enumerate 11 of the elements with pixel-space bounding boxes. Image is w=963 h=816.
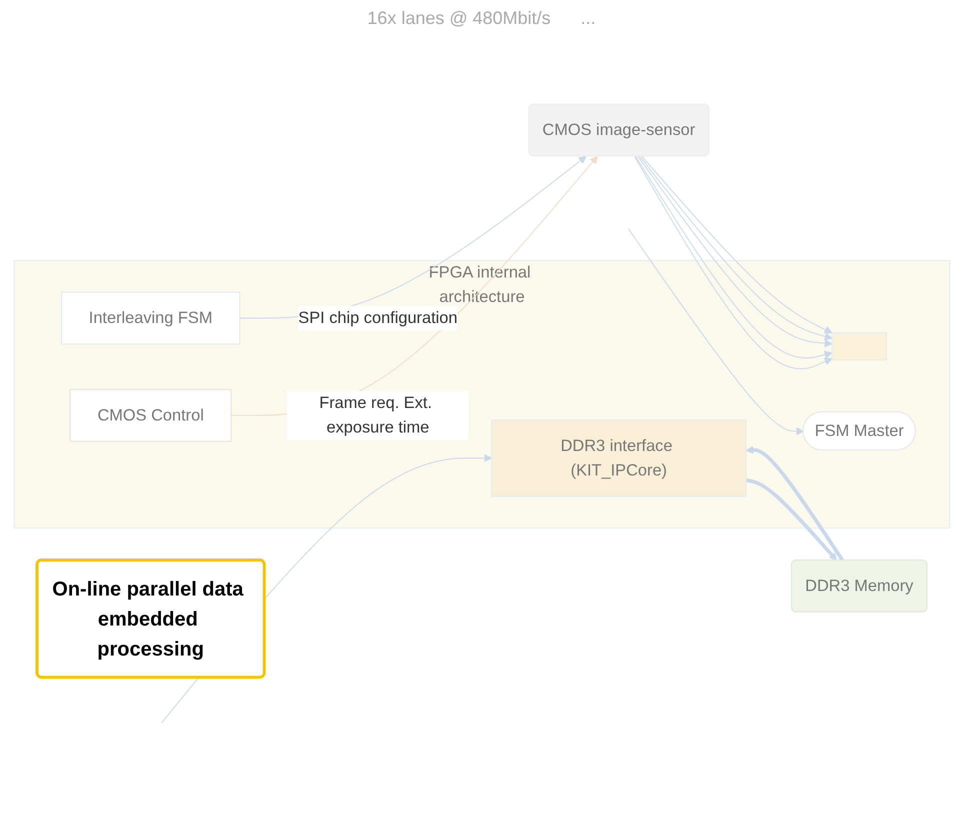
arrow bbox=[627, 228, 804, 435]
node-box: Interleaving FSM bbox=[60, 291, 240, 344]
node-box: CMOS Control bbox=[69, 388, 232, 442]
node-box bbox=[831, 332, 886, 360]
annotation-text: ... bbox=[580, 8, 596, 29]
arrow bbox=[745, 478, 837, 560]
arrow bbox=[745, 446, 844, 561]
edge-label: SPI chip configuration bbox=[298, 308, 457, 326]
node-box: DDR3 interface (KIT_IPCore) bbox=[490, 419, 746, 496]
edge-label: Frame req. Ext. exposure time bbox=[318, 393, 432, 436]
annotation-text: 16x lanes @ 480Mbit/s bbox=[367, 8, 551, 29]
